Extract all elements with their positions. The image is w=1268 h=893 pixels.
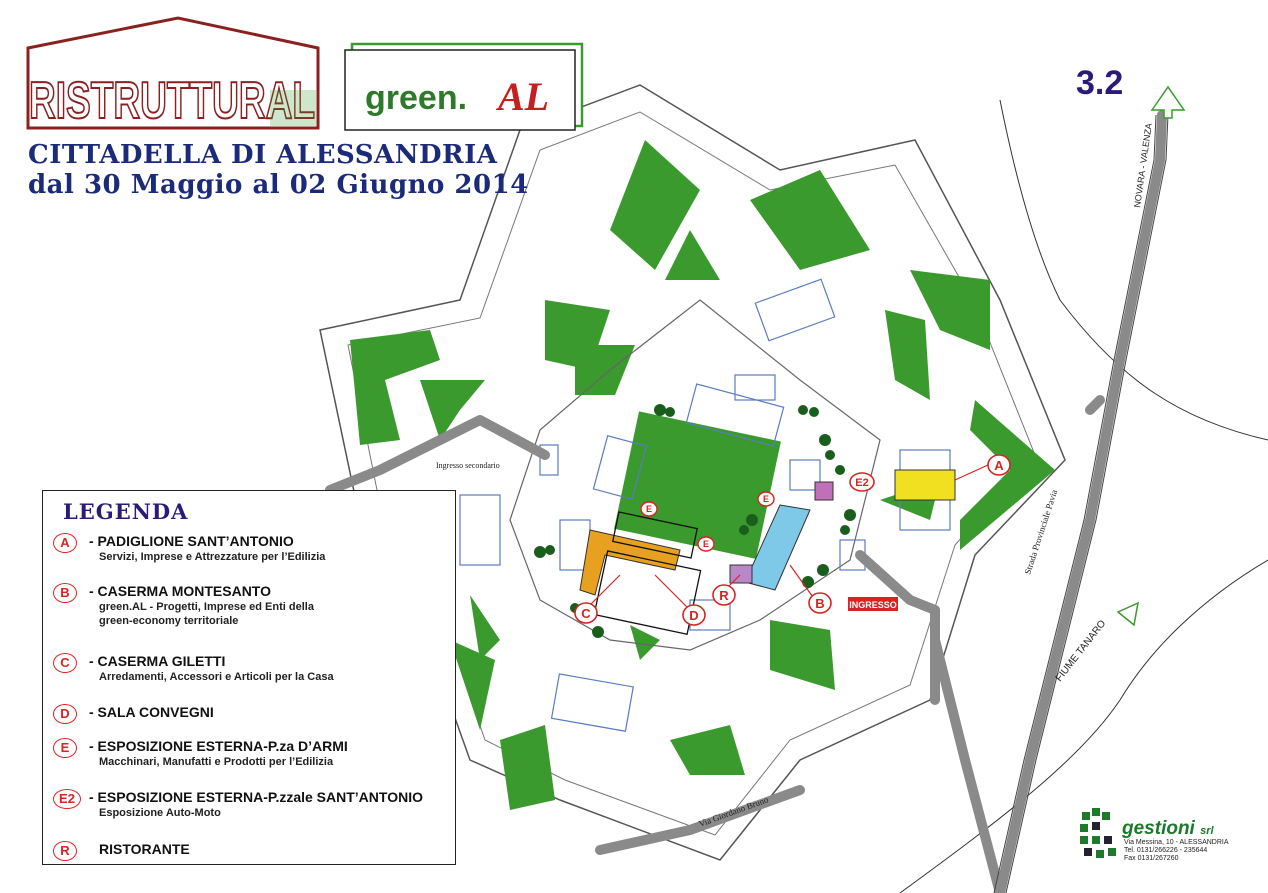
legend-badge-b: B bbox=[53, 583, 77, 603]
legend-name-e: - ESPOSIZIONE ESTERNA-P.za D’ARMI bbox=[89, 738, 348, 754]
marker-r-label: R bbox=[719, 588, 729, 603]
building-e2 bbox=[814, 481, 834, 501]
legend-desc-c: Arredamenti, Accessori e Articoli per la… bbox=[99, 671, 334, 683]
marker-e2[interactable]: E2 bbox=[849, 472, 875, 492]
marker-e-2-label: E bbox=[703, 539, 709, 549]
ristrutturAL-logo: RISTRUTTURAL bbox=[26, 16, 320, 131]
legend-name-a: - PADIGLIONE SANT’ANTONIO bbox=[89, 533, 294, 549]
legend-name-e2: - ESPOSIZIONE ESTERNA-P.zzale SANT’ANTON… bbox=[89, 789, 423, 805]
label-strada-pavia: Strada Provinciale Pavia bbox=[1022, 488, 1059, 575]
legend-name-b: - CASERMA MONTESANTO bbox=[89, 583, 271, 599]
marker-e-1-label: E bbox=[646, 504, 652, 514]
marker-a[interactable]: A bbox=[987, 454, 1011, 476]
legend-panel: LEGENDA A - PADIGLIONE SANT’ANTONIO Serv… bbox=[42, 490, 456, 865]
legend-badge-r: R bbox=[53, 841, 77, 861]
marker-r[interactable]: R bbox=[712, 584, 736, 606]
marker-e-3-label: E bbox=[763, 494, 769, 504]
buildings-black bbox=[593, 511, 702, 636]
legend-badge-a: A bbox=[53, 533, 77, 553]
map-markers: A B C D E E E E2 R bbox=[574, 454, 1011, 626]
arrow-north bbox=[1150, 85, 1186, 119]
legend-desc-e2: Esposizione Auto-Moto bbox=[99, 807, 221, 819]
river-bank bbox=[999, 99, 1268, 441]
roads bbox=[325, 110, 1167, 893]
marker-c-label: C bbox=[581, 606, 591, 621]
event-dates: dal 30 Maggio al 02 Giugno 2014 bbox=[28, 170, 529, 200]
gestioni-name: gestioni bbox=[1122, 818, 1195, 839]
gestioni-suffix: srl bbox=[1200, 825, 1214, 837]
marker-c[interactable]: C bbox=[574, 602, 598, 624]
arrow-tanaro bbox=[1116, 601, 1139, 627]
marker-e-1[interactable]: E bbox=[640, 501, 658, 517]
marker-d[interactable]: D bbox=[682, 604, 706, 626]
marker-e-3[interactable]: E bbox=[757, 491, 775, 507]
ingresso-badge[interactable] bbox=[848, 597, 898, 611]
gestioni-tel: Tel. 0131/266226 - 235644 bbox=[1124, 847, 1208, 854]
road-edges bbox=[993, 114, 1169, 893]
legend-badge-d: D bbox=[53, 704, 77, 724]
label-ingresso: INGRESSO bbox=[849, 600, 897, 610]
marker-a-label: A bbox=[994, 458, 1004, 473]
gestioni-fax: Fax 0131/267260 bbox=[1124, 855, 1179, 862]
label-ingresso-secondario: Ingresso secondario bbox=[436, 461, 500, 470]
green-logo-text: green. bbox=[365, 79, 467, 117]
gestioni-logo-text: gestioni srl bbox=[1122, 818, 1214, 840]
event-title: CITTADELLA DI ALESSANDRIA bbox=[28, 140, 498, 170]
gestioni-address-block: Via Messina, 10 - ALESSANDRIA Tel. 0131/… bbox=[1124, 839, 1229, 863]
piazza-d-armi bbox=[614, 411, 781, 559]
legend-badge-e: E bbox=[53, 738, 77, 758]
trees bbox=[534, 404, 856, 638]
caserma-montesanto bbox=[744, 504, 811, 591]
legend-name-c: - CASERMA GILETTI bbox=[89, 653, 226, 669]
legend-desc-b-1: green.AL - Progetti, Imprese ed Enti del… bbox=[99, 601, 314, 613]
legend-badge-c: C bbox=[53, 653, 77, 673]
green-al-logo: green. AL bbox=[344, 42, 584, 131]
marker-lines bbox=[584, 464, 989, 611]
legend-name-r: RISTORANTE bbox=[99, 841, 190, 857]
gestioni-logo-mark bbox=[1080, 808, 1116, 858]
marker-d-label: D bbox=[689, 608, 698, 623]
inner-ring bbox=[509, 299, 881, 651]
page-number: 3.2 bbox=[1076, 64, 1124, 102]
marker-e2-label: E2 bbox=[855, 477, 868, 489]
marker-e-2[interactable]: E bbox=[697, 536, 715, 552]
ristorante-building bbox=[729, 564, 753, 584]
green-bastions bbox=[350, 140, 1055, 810]
legend-desc-b-2: green-economy territoriale bbox=[99, 615, 239, 627]
ristrutturAL-logo-text: RISTRUTTURAL bbox=[29, 72, 315, 130]
caserma-giletti bbox=[579, 529, 681, 596]
legend-badge-e2: E2 bbox=[53, 789, 81, 809]
legend-title: LEGENDA bbox=[63, 499, 189, 524]
marker-b-label: B bbox=[815, 596, 824, 611]
padiglione-sant-antonio bbox=[894, 469, 956, 501]
legend-desc-e: Macchinari, Manufatti e Prodotti per l’E… bbox=[99, 756, 334, 768]
legend-desc-a: Servizi, Imprese e Attrezzature per l’Ed… bbox=[99, 551, 326, 563]
marker-b[interactable]: B bbox=[808, 592, 832, 614]
legend-name-d: - SALA CONVEGNI bbox=[89, 704, 214, 720]
gestioni-address: Via Messina, 10 - ALESSANDRIA bbox=[1124, 839, 1229, 846]
green-logo-al: AL bbox=[495, 74, 549, 119]
